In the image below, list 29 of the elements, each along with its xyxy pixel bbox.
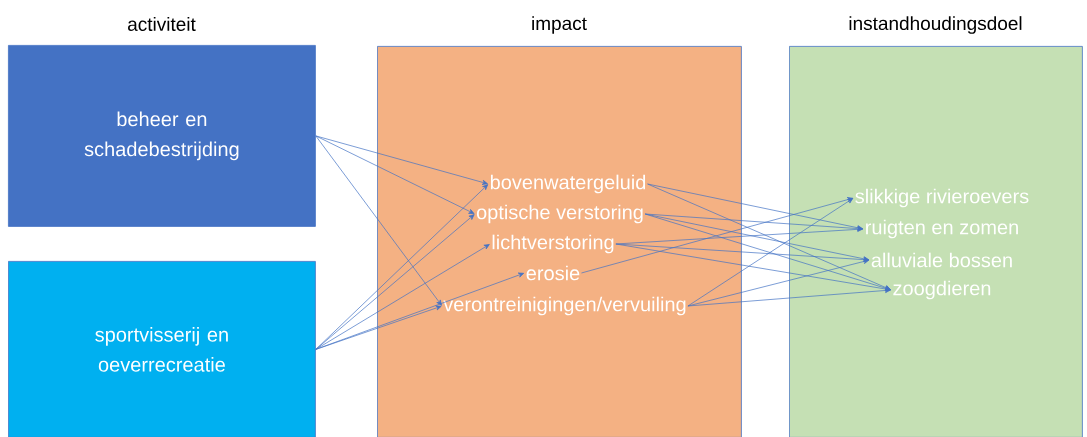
arrow [647, 183, 891, 290]
item-text: optische verstoring [476, 204, 643, 224]
item-text: slikkige rivieroevers [855, 188, 1029, 208]
column-heading: activiteit [128, 17, 196, 31]
arrow [647, 183, 863, 231]
item-text: ruigten en zomen [866, 219, 1018, 239]
node-label: instandhoudingsdoel [849, 16, 1022, 34]
arrow [615, 226, 863, 245]
arrow [615, 243, 891, 292]
item-text: verontreinigingen/vervuiling [443, 296, 686, 316]
activity-box: beheer en schadebestrijding [8, 45, 316, 227]
activity-box: sportvisserij en oeverrecreatie [8, 261, 316, 437]
item-text: bovenwatergeluid [490, 174, 646, 194]
item-text: lichtverstoring [492, 234, 614, 254]
item-text: zoogdieren [893, 280, 991, 300]
arrow [644, 213, 891, 291]
arrow [315, 135, 442, 306]
arrow [687, 198, 854, 307]
arrow [315, 305, 442, 350]
arrow [687, 287, 891, 307]
item-text: erosie [526, 265, 580, 281]
arrow [581, 197, 854, 274]
node-label: impact [532, 16, 587, 34]
arrow [315, 244, 490, 350]
arrow [644, 213, 863, 232]
item-text: alluviale bossen [871, 252, 1012, 268]
arrow [315, 214, 475, 350]
arrow [315, 135, 475, 214]
arrow [615, 243, 870, 263]
